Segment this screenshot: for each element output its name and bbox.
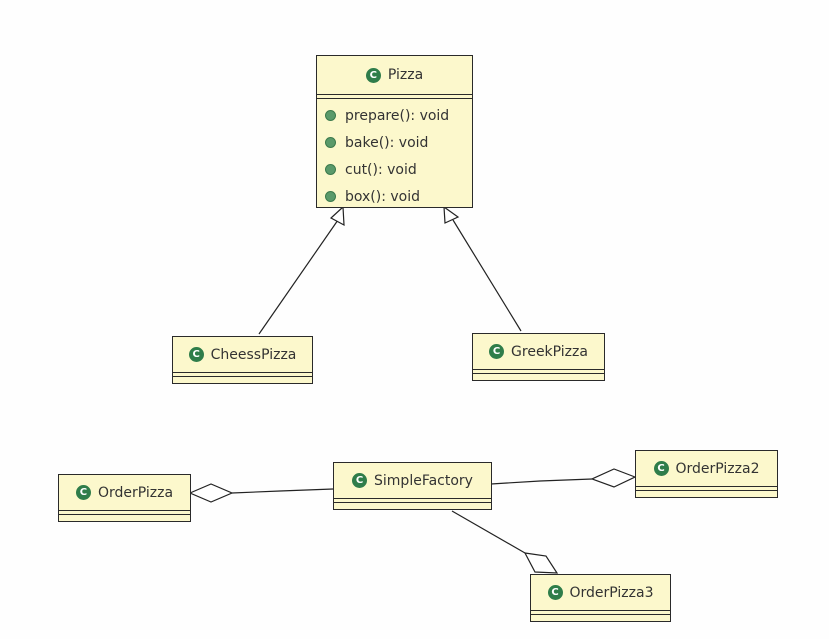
- class-icon: C: [365, 67, 381, 83]
- public-method-icon: [325, 110, 336, 121]
- method-cut[interactable]: cut(): void: [317, 156, 472, 183]
- aggregation-diamond-icon: [188, 483, 234, 503]
- generalization-greek-pizza: [452, 219, 522, 332]
- aggregation-orderpizza: [231, 488, 334, 494]
- class-icon: C: [547, 585, 563, 600]
- methods-compartment: prepare(): void bake(): void cut(): void…: [317, 98, 472, 210]
- attributes-compartment: [317, 94, 472, 98]
- method-prepare[interactable]: prepare(): void: [317, 102, 472, 129]
- public-method-icon: [325, 164, 336, 175]
- class-icon: C: [75, 485, 91, 500]
- inheritance-arrow-icon: [443, 205, 460, 224]
- class-icon: C: [653, 461, 669, 476]
- class-icon: C: [352, 473, 368, 488]
- class-icon: C: [188, 347, 204, 362]
- aggregation-diamond-icon: [590, 468, 637, 488]
- aggregation-orderpizza2: [490, 478, 593, 485]
- public-method-icon: [325, 137, 336, 148]
- inheritance-arrow-icon: [329, 205, 345, 227]
- class-pizza[interactable]: C Pizza prepare(): void bake(): void cut(…: [316, 55, 473, 208]
- class-icon: C: [489, 344, 505, 359]
- public-method-icon: [325, 191, 336, 202]
- method-box[interactable]: box(): void: [317, 183, 472, 210]
- aggregation-diamond-icon: [523, 552, 559, 574]
- method-bake[interactable]: bake(): void: [317, 129, 472, 156]
- aggregation-orderpizza3: [451, 510, 526, 554]
- generalization-cheess-pizza: [258, 219, 339, 335]
- class-name: Pizza: [387, 67, 424, 83]
